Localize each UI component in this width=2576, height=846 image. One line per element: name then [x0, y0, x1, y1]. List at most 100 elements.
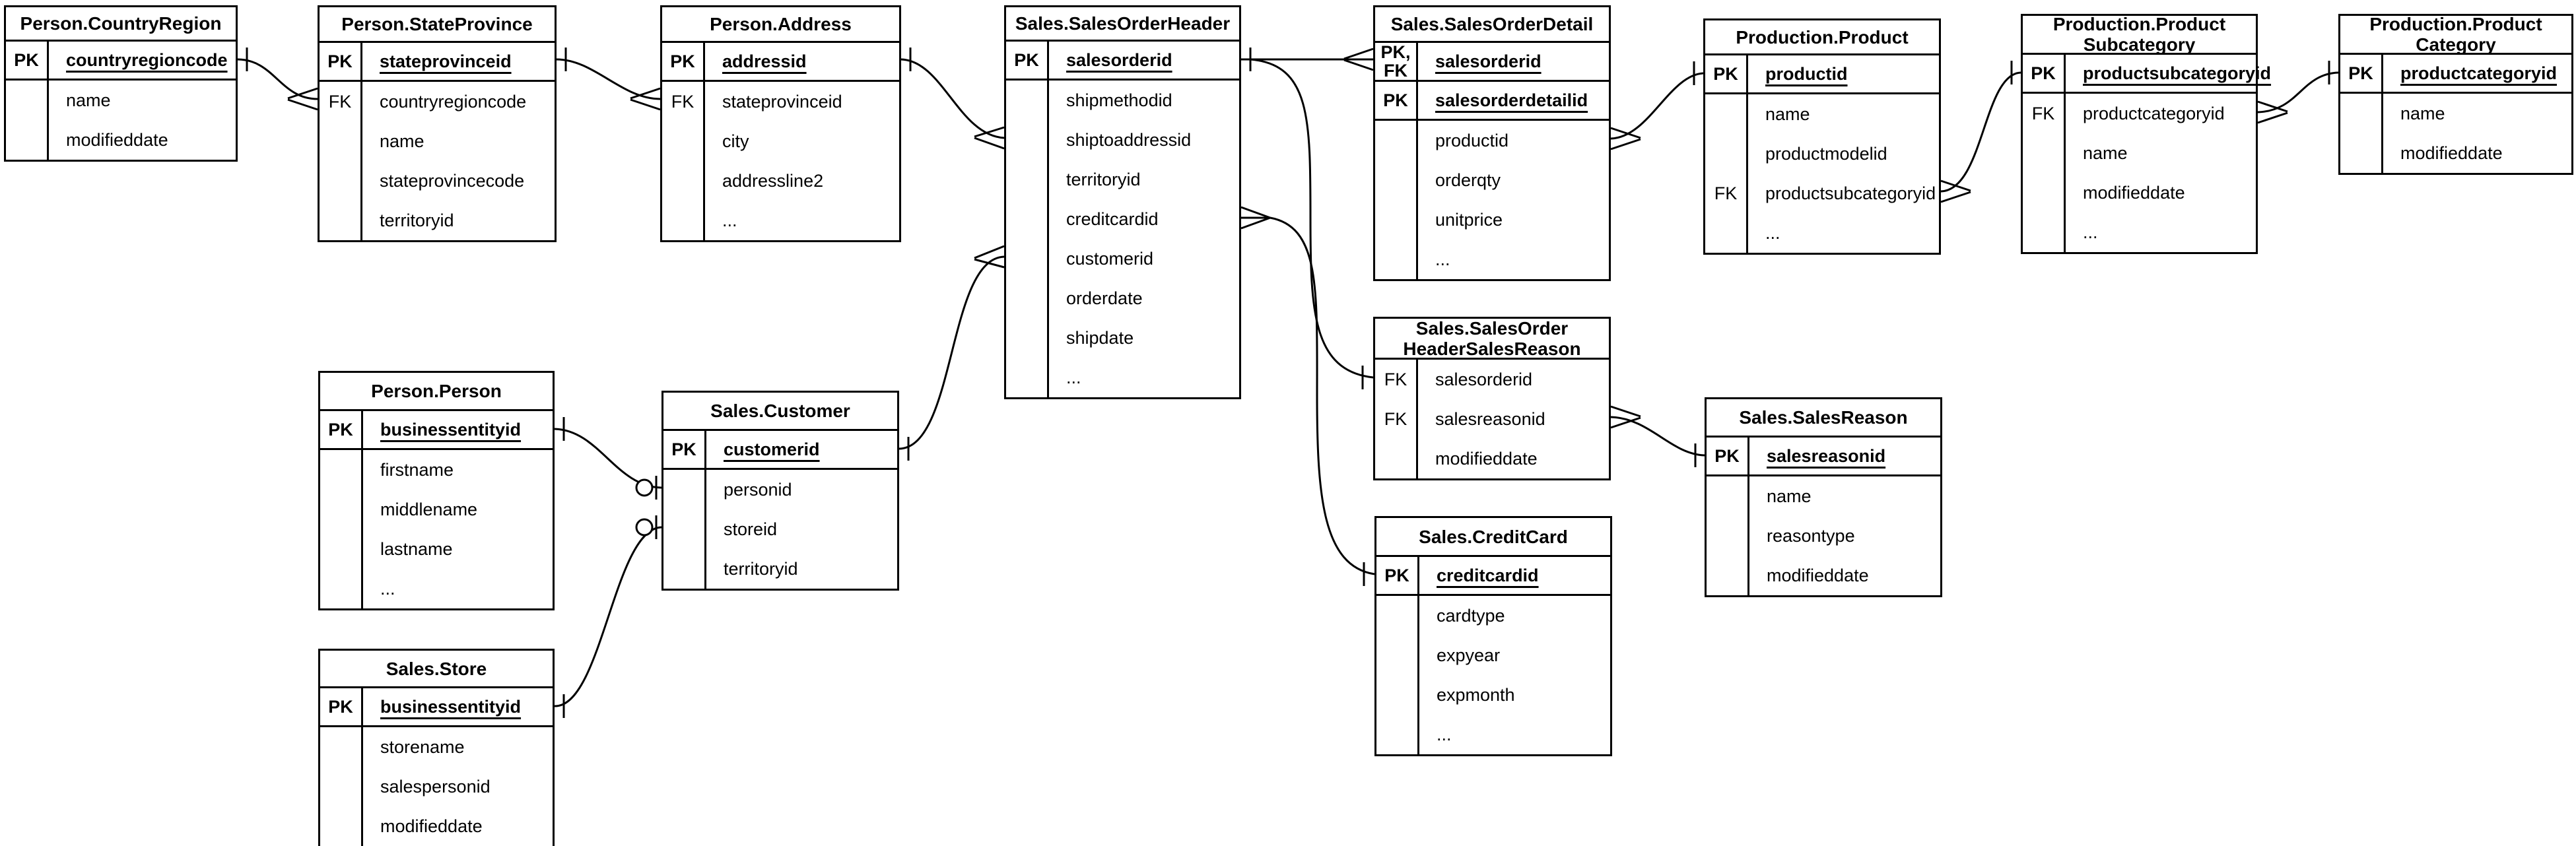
primary-key-attribute: countryregioncode: [66, 49, 228, 70]
key-label: [663, 509, 704, 549]
attribute: shipdate: [1066, 327, 1134, 348]
attr-row-shiptoaddressid: shiptoaddressid: [1006, 120, 1239, 160]
key-label: PK: [328, 420, 353, 439]
attr-name-cell: territoryid: [704, 549, 897, 589]
attr-row-...: ...: [1376, 715, 1610, 754]
table-title: Production.Product: [1705, 20, 1939, 55]
attr-row-storename: storename: [320, 727, 553, 767]
key-label: PK: [1714, 446, 1740, 466]
attr-name-cell: expmonth: [1417, 675, 1610, 715]
key-label: PK: [670, 51, 695, 71]
key-row-businessentityid: PK businessentityid: [320, 688, 553, 727]
key-label: [6, 120, 47, 160]
attr-row-name: name: [6, 81, 236, 120]
attr-name-cell: salespersonid: [361, 767, 553, 806]
attr-name-cell: modifieddate: [1747, 556, 1940, 595]
rel-salesorderheader-headersalesreason: [1250, 58, 1374, 389]
attr-row-productmodelid: productmodelid: [1705, 134, 1939, 174]
key-label: [1006, 120, 1047, 160]
primary-key-attribute: creditcardid: [1437, 565, 1539, 585]
key-label: [1375, 200, 1416, 240]
key-label: [320, 121, 360, 161]
key-label: [1006, 318, 1047, 358]
attribute: stateprovincecode: [380, 170, 525, 191]
primary-key-attribute: productsubcategoryid: [2083, 63, 2272, 83]
rel-address-salesorderheader: [900, 48, 1005, 150]
table-title: Person.StateProvince: [320, 7, 555, 43]
key-label: PK: [327, 51, 353, 71]
attribute: orderqty: [1435, 170, 1501, 190]
key-label: [1705, 134, 1746, 174]
attr-name-cell: stateprovinceid: [703, 82, 899, 121]
primary-key-attribute: salesreasonid: [1767, 445, 1886, 466]
rel-customer-salesorderheader: [898, 245, 1005, 461]
attr-name-cell: productid: [1416, 121, 1609, 160]
key-label: [320, 161, 360, 201]
attr-name-cell: name: [47, 81, 236, 120]
attribute: modifieddate: [1767, 565, 1869, 585]
attribute: addressline2: [722, 170, 824, 191]
key-label: [320, 727, 361, 767]
key-label: PK: [2348, 63, 2373, 83]
key-row-salesreasonid: PK salesreasonid: [1707, 438, 1940, 476]
attribute: modifieddate: [2083, 182, 2185, 203]
attr-row-name: name: [320, 121, 555, 161]
attr-name-cell: customerid: [704, 431, 897, 468]
attr-name-cell: modifieddate: [2381, 133, 2571, 173]
table-title: Sales.SalesReason: [1707, 399, 1940, 438]
attribute: productcategoryid: [2083, 103, 2225, 123]
attribute: territoryid: [724, 558, 798, 579]
key-label: [2023, 212, 2064, 252]
attr-name-cell: businessentityid: [361, 411, 553, 448]
key-label: [1006, 199, 1047, 239]
rel-salesorderdetail-product: [1610, 61, 1704, 150]
primary-key-attribute: businessentityid: [380, 696, 522, 717]
key-label: [1375, 160, 1416, 200]
attr-name-cell: modifieddate: [47, 120, 236, 160]
primary-key-attribute: salesorderdetailid: [1435, 90, 1588, 110]
key-label: [320, 767, 361, 806]
key-label: PK: [671, 439, 696, 459]
attribute: expyear: [1437, 645, 1501, 665]
attr-name-cell: cardtype: [1417, 596, 1610, 635]
rel-product-productsubcategory: [1940, 61, 2021, 203]
table-title: Production.Product Category: [2340, 14, 2571, 55]
key-label: [1006, 278, 1047, 318]
rel-store-customer: [554, 515, 662, 718]
attribute: name: [380, 131, 424, 151]
attr-name-cell: shipmethodid: [1047, 81, 1239, 120]
attr-name-cell: productcategoryid: [2381, 55, 2571, 92]
attr-row-...: ...: [1705, 213, 1939, 253]
attr-row-customerid: customerid: [1006, 239, 1239, 278]
attribute: middlename: [380, 499, 478, 519]
rel-salesorderheader-creditcard: [1240, 206, 1375, 586]
key-label: FK: [1384, 370, 1407, 389]
table-title: Person.Person: [320, 373, 553, 411]
attr-row-addressline2: addressline2: [662, 161, 899, 201]
table-title: Sales.Customer: [663, 393, 897, 431]
attribute: ...: [1765, 222, 1780, 243]
attribute: shipmethodid: [1066, 90, 1172, 110]
key-label: PK: [1384, 566, 1409, 585]
table-title: Sales.SalesOrderHeader: [1006, 7, 1239, 42]
attribute: salespersonid: [380, 776, 491, 797]
attribute: ...: [1435, 249, 1450, 269]
key-row-customerid: PK customerid: [663, 431, 897, 470]
attr-name-cell: businessentityid: [361, 688, 553, 725]
attr-name-cell: productmodelid: [1746, 134, 1939, 174]
key-label: PK: [328, 697, 353, 717]
attr-name-cell: salesorderid: [1047, 42, 1239, 79]
attr-name-cell: productid: [1746, 55, 1939, 92]
attr-name-cell: storeid: [704, 509, 897, 549]
